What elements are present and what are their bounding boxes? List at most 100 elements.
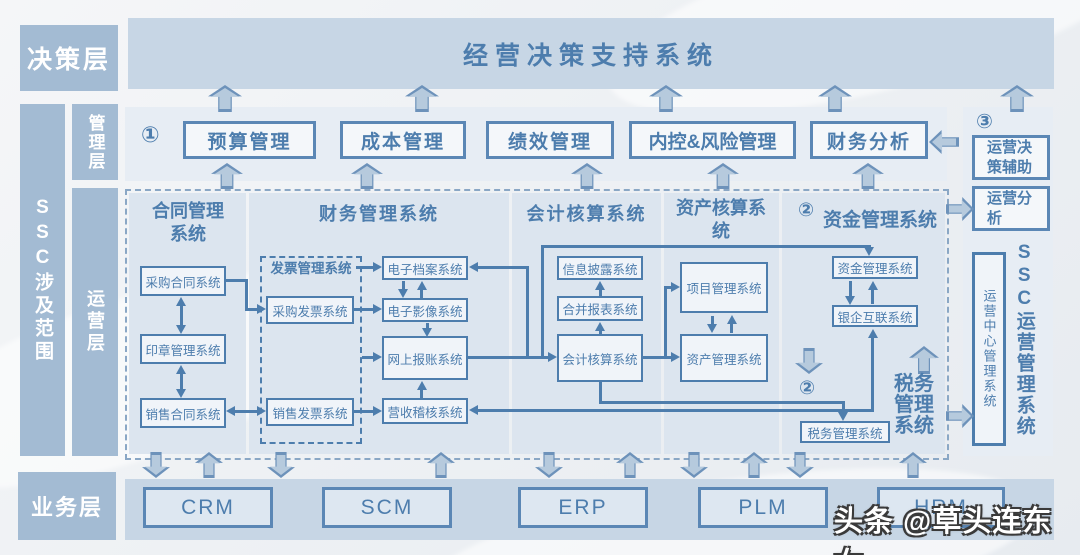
invoice-group-title: 发票管理系统 (262, 261, 360, 278)
connector-line (599, 329, 602, 334)
connector-arrowhead (671, 282, 680, 292)
connector-line (426, 323, 429, 330)
down-block-arrow (267, 452, 295, 478)
connector-arrowhead (469, 262, 478, 272)
box-treasury-mgmt: 资金管理系统 (832, 256, 918, 279)
connector-line (711, 316, 714, 326)
layer-label-business: 业务层 (18, 472, 116, 540)
connector-line (468, 356, 549, 359)
connector-line (420, 288, 423, 298)
section-title-asset-text: 资产核算系统 (676, 198, 766, 241)
connector-line (477, 409, 874, 412)
box-consolidated-report: 合并报表系统 (557, 296, 643, 321)
box-tax-mgmt: 税务管理系统 (800, 421, 890, 443)
box-asset-mgmt: 资产管理系统 (680, 334, 768, 382)
box-sales-invoice-label: 销售发票系统 (272, 406, 348, 421)
marker-3: ③ (976, 109, 993, 134)
layer-label-operation-text: 运营层 (85, 289, 105, 355)
section-title-finance: 财务管理系统 (249, 203, 509, 226)
box-e-imaging-label: 电子影像系统 (387, 304, 463, 319)
right-block-arrow-to-operation-analysis (946, 197, 974, 221)
box-operation-decision-support-label: 运营决策辅助 (987, 139, 1033, 176)
down-block-arrow (142, 452, 170, 478)
mgmt-box-risk-label: 内控&风险管理 (648, 131, 777, 153)
connector-line (599, 401, 845, 404)
layer-label-ssc-scope-text: SSC涉及范围 (32, 196, 53, 364)
mgmt-box-budget-label: 预算管理 (207, 131, 292, 153)
connector-arrowhead (417, 381, 427, 390)
box-online-reimbursement-label: 网上报账系统 (387, 352, 463, 367)
up-block-arrow (195, 452, 223, 478)
box-e-archive: 电子档案系统 (382, 256, 468, 280)
connector-line (362, 356, 374, 359)
box-erp-label: ERP (558, 495, 608, 519)
connector-arrowhead (595, 281, 605, 290)
box-plm: PLM (698, 487, 828, 528)
box-bank-enterprise-link: 银企互联系统 (832, 305, 918, 327)
connector-line (180, 372, 183, 392)
box-seal-mgmt: 印章管理系统 (140, 334, 226, 364)
right-block-arrow-to-operation-center (946, 404, 974, 428)
connector-line (526, 266, 529, 358)
up-block-arrow (1000, 85, 1034, 112)
box-e-archive-label: 电子档案系统 (387, 262, 463, 277)
invoice-group-dashed-box (260, 256, 362, 444)
connector-line (842, 401, 845, 413)
section-title-treasury: 资金管理系统 (818, 209, 942, 233)
connector-line (541, 245, 871, 248)
connector-arrowhead (707, 324, 717, 333)
mgmt-box-financial-analysis-label: 财务分析 (826, 131, 911, 153)
up-block-arrow (740, 452, 768, 478)
up-block-arrow (649, 85, 683, 112)
section-panel-accounting (512, 193, 661, 454)
connector-line (664, 286, 667, 357)
mgmt-box-cost-label: 成本管理 (360, 131, 445, 153)
down-block-arrow-tax (795, 348, 823, 374)
connector-line (643, 356, 672, 359)
mgmt-box-budget: 预算管理 (183, 121, 316, 159)
section-title-treasury-text: 资金管理系统 (822, 210, 937, 231)
box-tax-mgmt-label: 税务管理系统 (807, 426, 883, 441)
label-tax-mgmt-system-text: 税务管理系统 (894, 373, 934, 437)
marker-1-text: ① (141, 122, 160, 147)
down-block-arrow (680, 452, 708, 478)
box-erp: ERP (518, 487, 648, 528)
connector-arrowhead (727, 315, 737, 324)
box-sales-contract: 销售合同系统 (140, 398, 226, 428)
connector-arrowhead (868, 329, 878, 338)
top-banner-decision-support: 经营决策支持系统 (128, 18, 1054, 89)
box-purchase-invoice: 采购发票系统 (266, 296, 354, 324)
connector-arrowhead (864, 247, 874, 256)
connector-arrowhead (868, 281, 878, 290)
connector-arrowhead (548, 352, 557, 362)
box-project-mgmt: 项目管理系统 (680, 262, 768, 313)
up-block-arrow (405, 85, 439, 112)
connector-line (402, 281, 405, 291)
section-title-accounting-text: 会计核算系统 (526, 204, 647, 224)
box-info-disclosure-label: 信息披露系统 (562, 262, 638, 277)
box-operation-analysis: 运营分析 (972, 186, 1050, 231)
box-bank-enterprise-link-label: 银企互联系统 (837, 310, 913, 325)
invoice-group-title-text: 发票管理系统 (270, 261, 352, 276)
box-revenue-audit: 营收稽核系统 (382, 398, 468, 424)
watermark-text: 头条 @草头连东女 (834, 506, 1053, 555)
label-ssc-operation-mgmt: SSC运营管理系统 (1012, 230, 1036, 448)
connector-line (245, 308, 258, 311)
mgmt-box-performance: 绩效管理 (486, 121, 614, 159)
box-project-mgmt-label: 项目管理系统 (686, 282, 762, 296)
box-sales-invoice: 销售发票系统 (266, 398, 354, 426)
marker-2-treasury: ② (798, 199, 814, 222)
box-hrm-label: HRM (914, 495, 968, 519)
connector-line (356, 266, 374, 269)
section-title-accounting: 会计核算系统 (512, 203, 661, 226)
label-ssc-operation-mgmt-text: SSC运营管理系统 (1013, 241, 1035, 437)
connector-arrowhead (422, 328, 432, 337)
marker-3-text: ③ (976, 111, 993, 133)
connector-line (354, 410, 374, 413)
marker-2-treasury-text: ② (798, 200, 815, 221)
connector-arrowhead (176, 365, 186, 374)
up-block-arrow (899, 452, 927, 478)
watermark: 头条 @草头连东女 (834, 498, 1080, 555)
up-block-arrow (616, 452, 644, 478)
section-title-finance-text: 财务管理系统 (319, 204, 439, 224)
